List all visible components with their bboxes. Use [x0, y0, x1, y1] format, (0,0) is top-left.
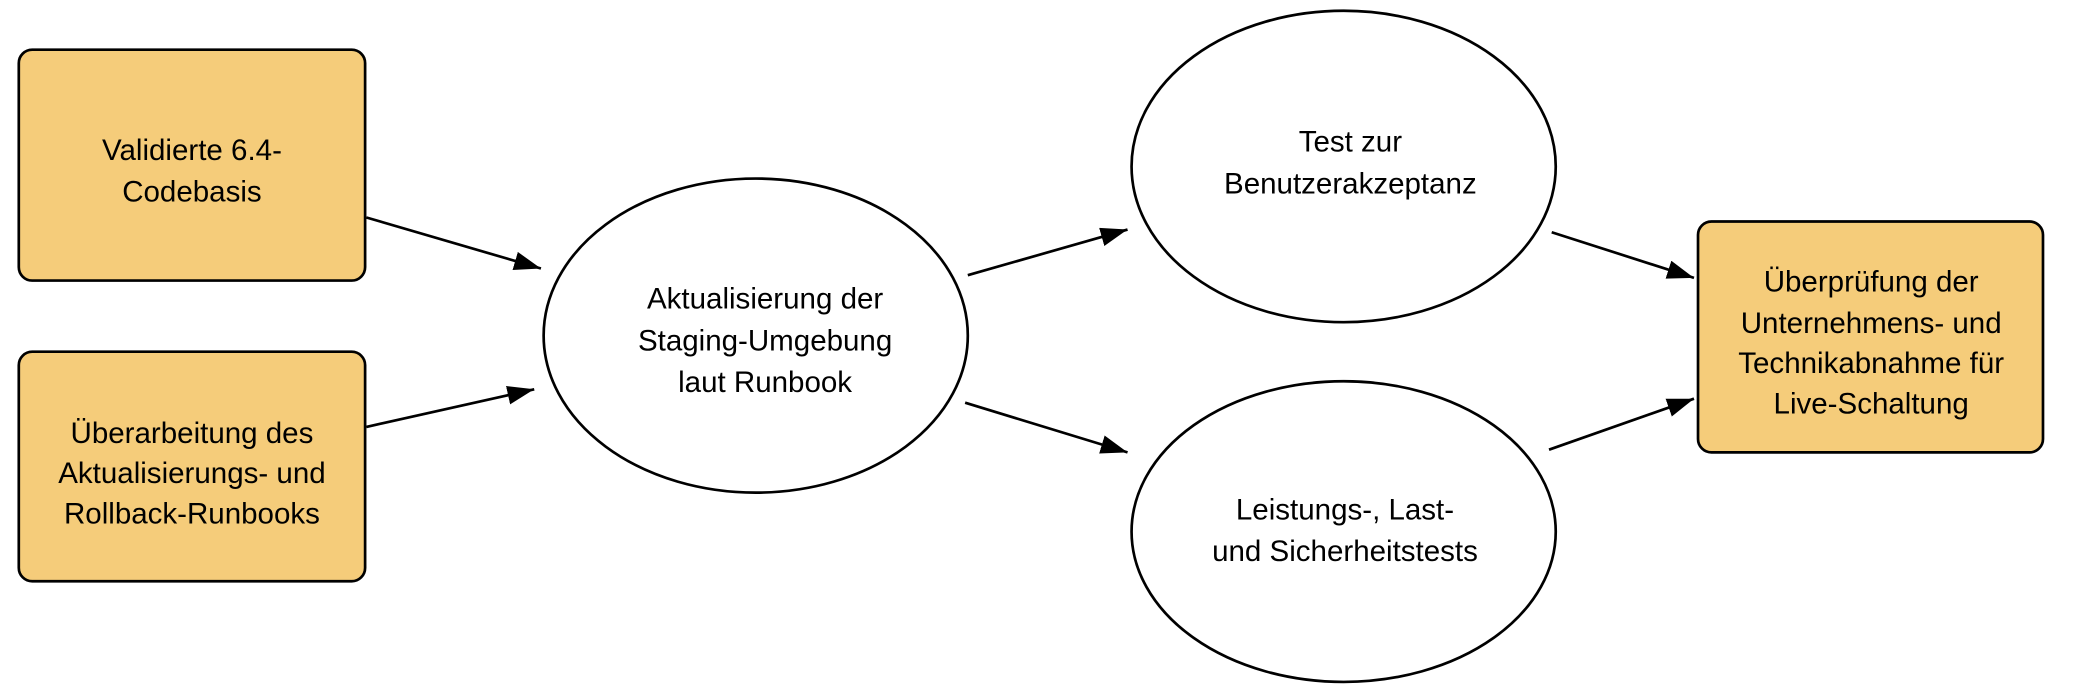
node-label: Codebasis: [122, 175, 261, 208]
node-label: Rollback-Runbooks: [64, 498, 320, 531]
node-golive: Überprüfung der Unternehmens- und Techni…: [1696, 220, 2045, 454]
edge-perf-golive: [1548, 397, 1695, 451]
node-staging: Aktualisierung der Staging-Umgebung laut…: [542, 177, 970, 494]
edge-staging-uat: [967, 227, 1128, 277]
edge-uat-golive: [1551, 230, 1695, 280]
node-label: Benutzerakzeptanz: [1224, 167, 1477, 200]
node-label: Live-Schaltung: [1774, 387, 1969, 420]
node-label: und Sicherheitstests: [1212, 535, 1478, 568]
node-label: Validierte 6.4-: [102, 134, 282, 167]
node-label: Technikabnahme für: [1738, 347, 2004, 380]
node-codebase: Validierte 6.4- Codebasis: [17, 48, 367, 282]
node-label: Überprüfung der: [1764, 265, 1979, 298]
node-label: laut Runbook: [678, 366, 852, 399]
node-label: Aktualisierung der: [647, 283, 883, 316]
node-label: Aktualisierungs- und: [58, 457, 325, 490]
node-label: Unternehmens- und: [1741, 307, 2002, 340]
node-label: Überarbeitung des: [71, 417, 314, 450]
edge-codebase-staging: [366, 216, 542, 270]
node-runbook: Überarbeitung des Aktualisierungs- und R…: [17, 350, 367, 583]
node-perf: Leistungs-, Last- und Sicherheitstests: [1130, 379, 1558, 684]
node-label: Test zur: [1299, 126, 1403, 159]
node-uat: Test zur Benutzerakzeptanz: [1130, 9, 1558, 324]
edge-runbook-staging: [366, 385, 535, 429]
node-label: Leistungs-, Last-: [1236, 494, 1454, 527]
node-label: Staging-Umgebung: [638, 324, 892, 357]
edge-staging-perf: [964, 401, 1128, 454]
